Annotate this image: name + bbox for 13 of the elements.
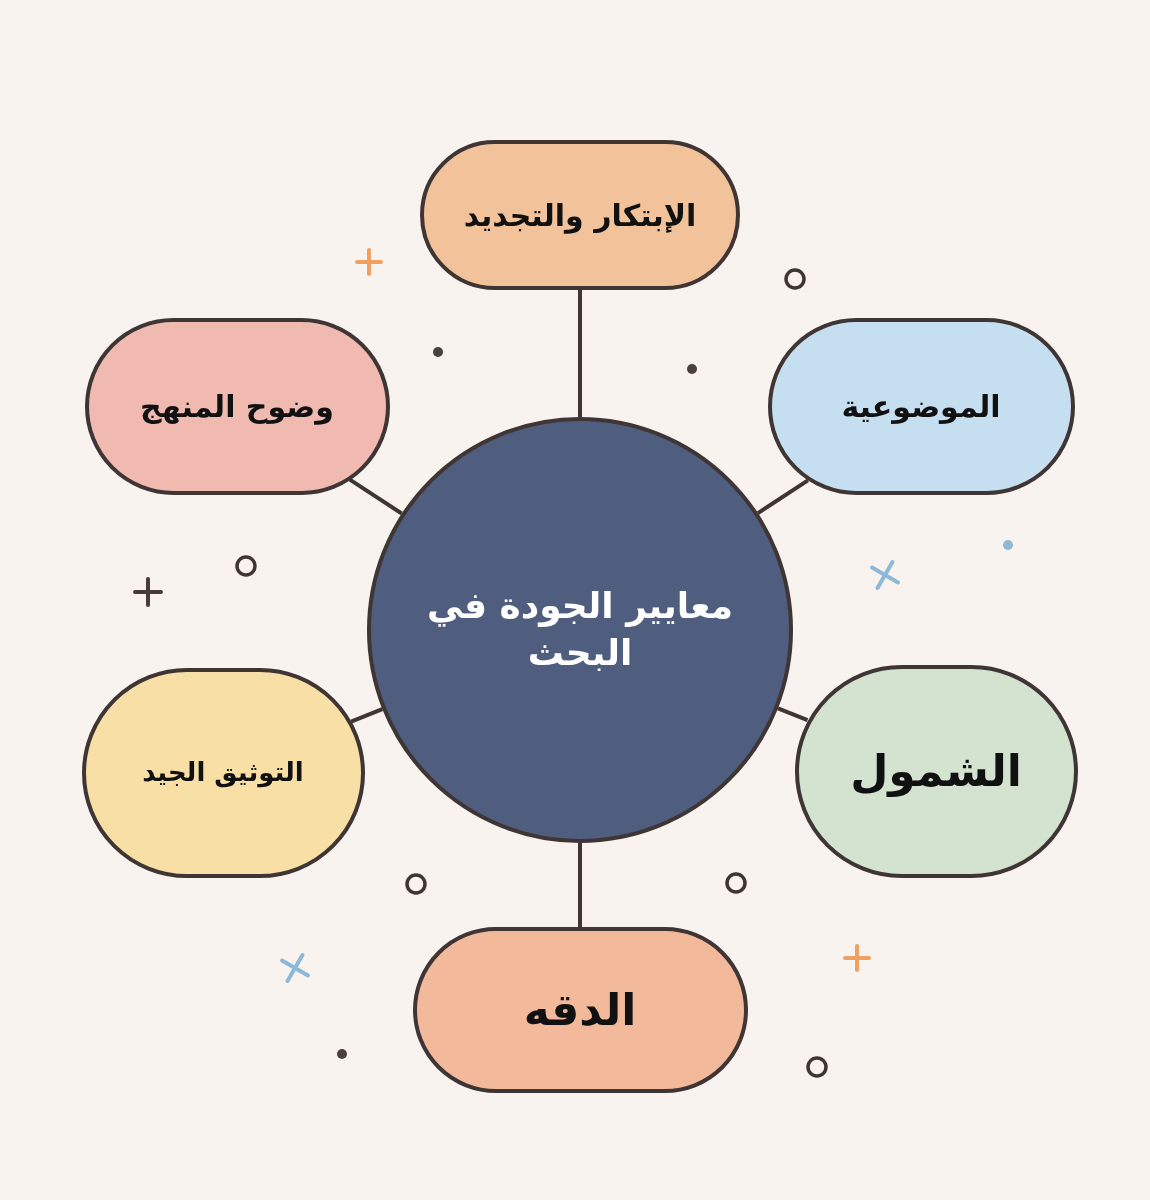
connector-line: [578, 290, 582, 417]
connector-line: [756, 478, 809, 515]
topic-label: الشمول: [850, 744, 1022, 799]
topic-label: الدقه: [523, 983, 637, 1038]
connector-line: [777, 706, 809, 722]
connector-line: [350, 707, 384, 724]
topic-label: الإبتكار والتجديد: [463, 196, 697, 235]
title-text: معايير الجودة في البحث: [427, 584, 733, 675]
topic-label: التوثيق الجيد: [142, 756, 304, 790]
connector-line: [578, 843, 582, 927]
topic-label: وضوح المنهج: [140, 387, 334, 426]
topic-label: الموضوعية: [841, 387, 1001, 426]
connector-line: [348, 478, 403, 516]
